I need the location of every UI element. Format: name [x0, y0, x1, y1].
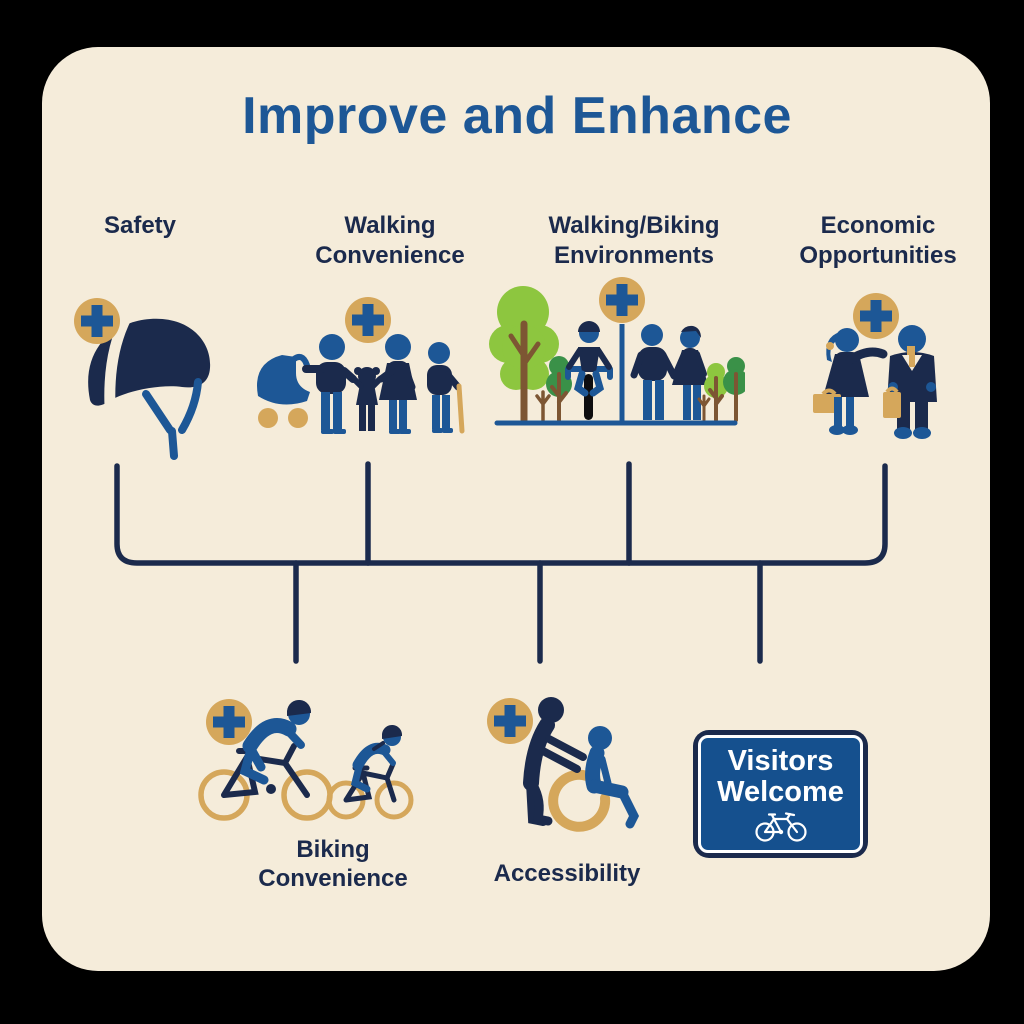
plus-badge-icon	[74, 298, 120, 344]
park-path-icon	[489, 277, 745, 426]
label-biking-convenience: Biking Convenience	[258, 836, 408, 892]
label-accessibility: Accessibility	[493, 860, 641, 887]
sign-text-line2: Welcome	[717, 776, 844, 808]
wheelchair-assist-icon	[487, 697, 640, 832]
bike-helmet-icon	[74, 298, 211, 460]
bicycle-icon	[754, 812, 807, 842]
page-title: Improve and Enhance	[242, 87, 792, 145]
sign-text-line1: Visitors	[727, 745, 834, 777]
sign-panel: Visitors Welcome	[698, 735, 863, 853]
label-economic-opportunities: Economic Opportunities	[799, 212, 957, 269]
label-walking-convenience: Walking Convenience	[315, 212, 465, 269]
family-walking-icon	[257, 297, 465, 434]
plus-badge-icon	[853, 293, 899, 339]
plus-badge-icon	[345, 297, 391, 343]
plus-badge-icon	[206, 699, 252, 745]
plus-badge-icon	[487, 698, 533, 744]
label-safety: Safety	[103, 212, 177, 239]
visitors-welcome-sign: Visitors Welcome	[693, 730, 868, 858]
plus-badge-icon	[599, 277, 645, 323]
business-people-icon	[813, 293, 937, 439]
two-cyclists-icon	[198, 699, 414, 821]
label-walking-biking-environments: Walking/Biking Environments	[548, 212, 720, 269]
